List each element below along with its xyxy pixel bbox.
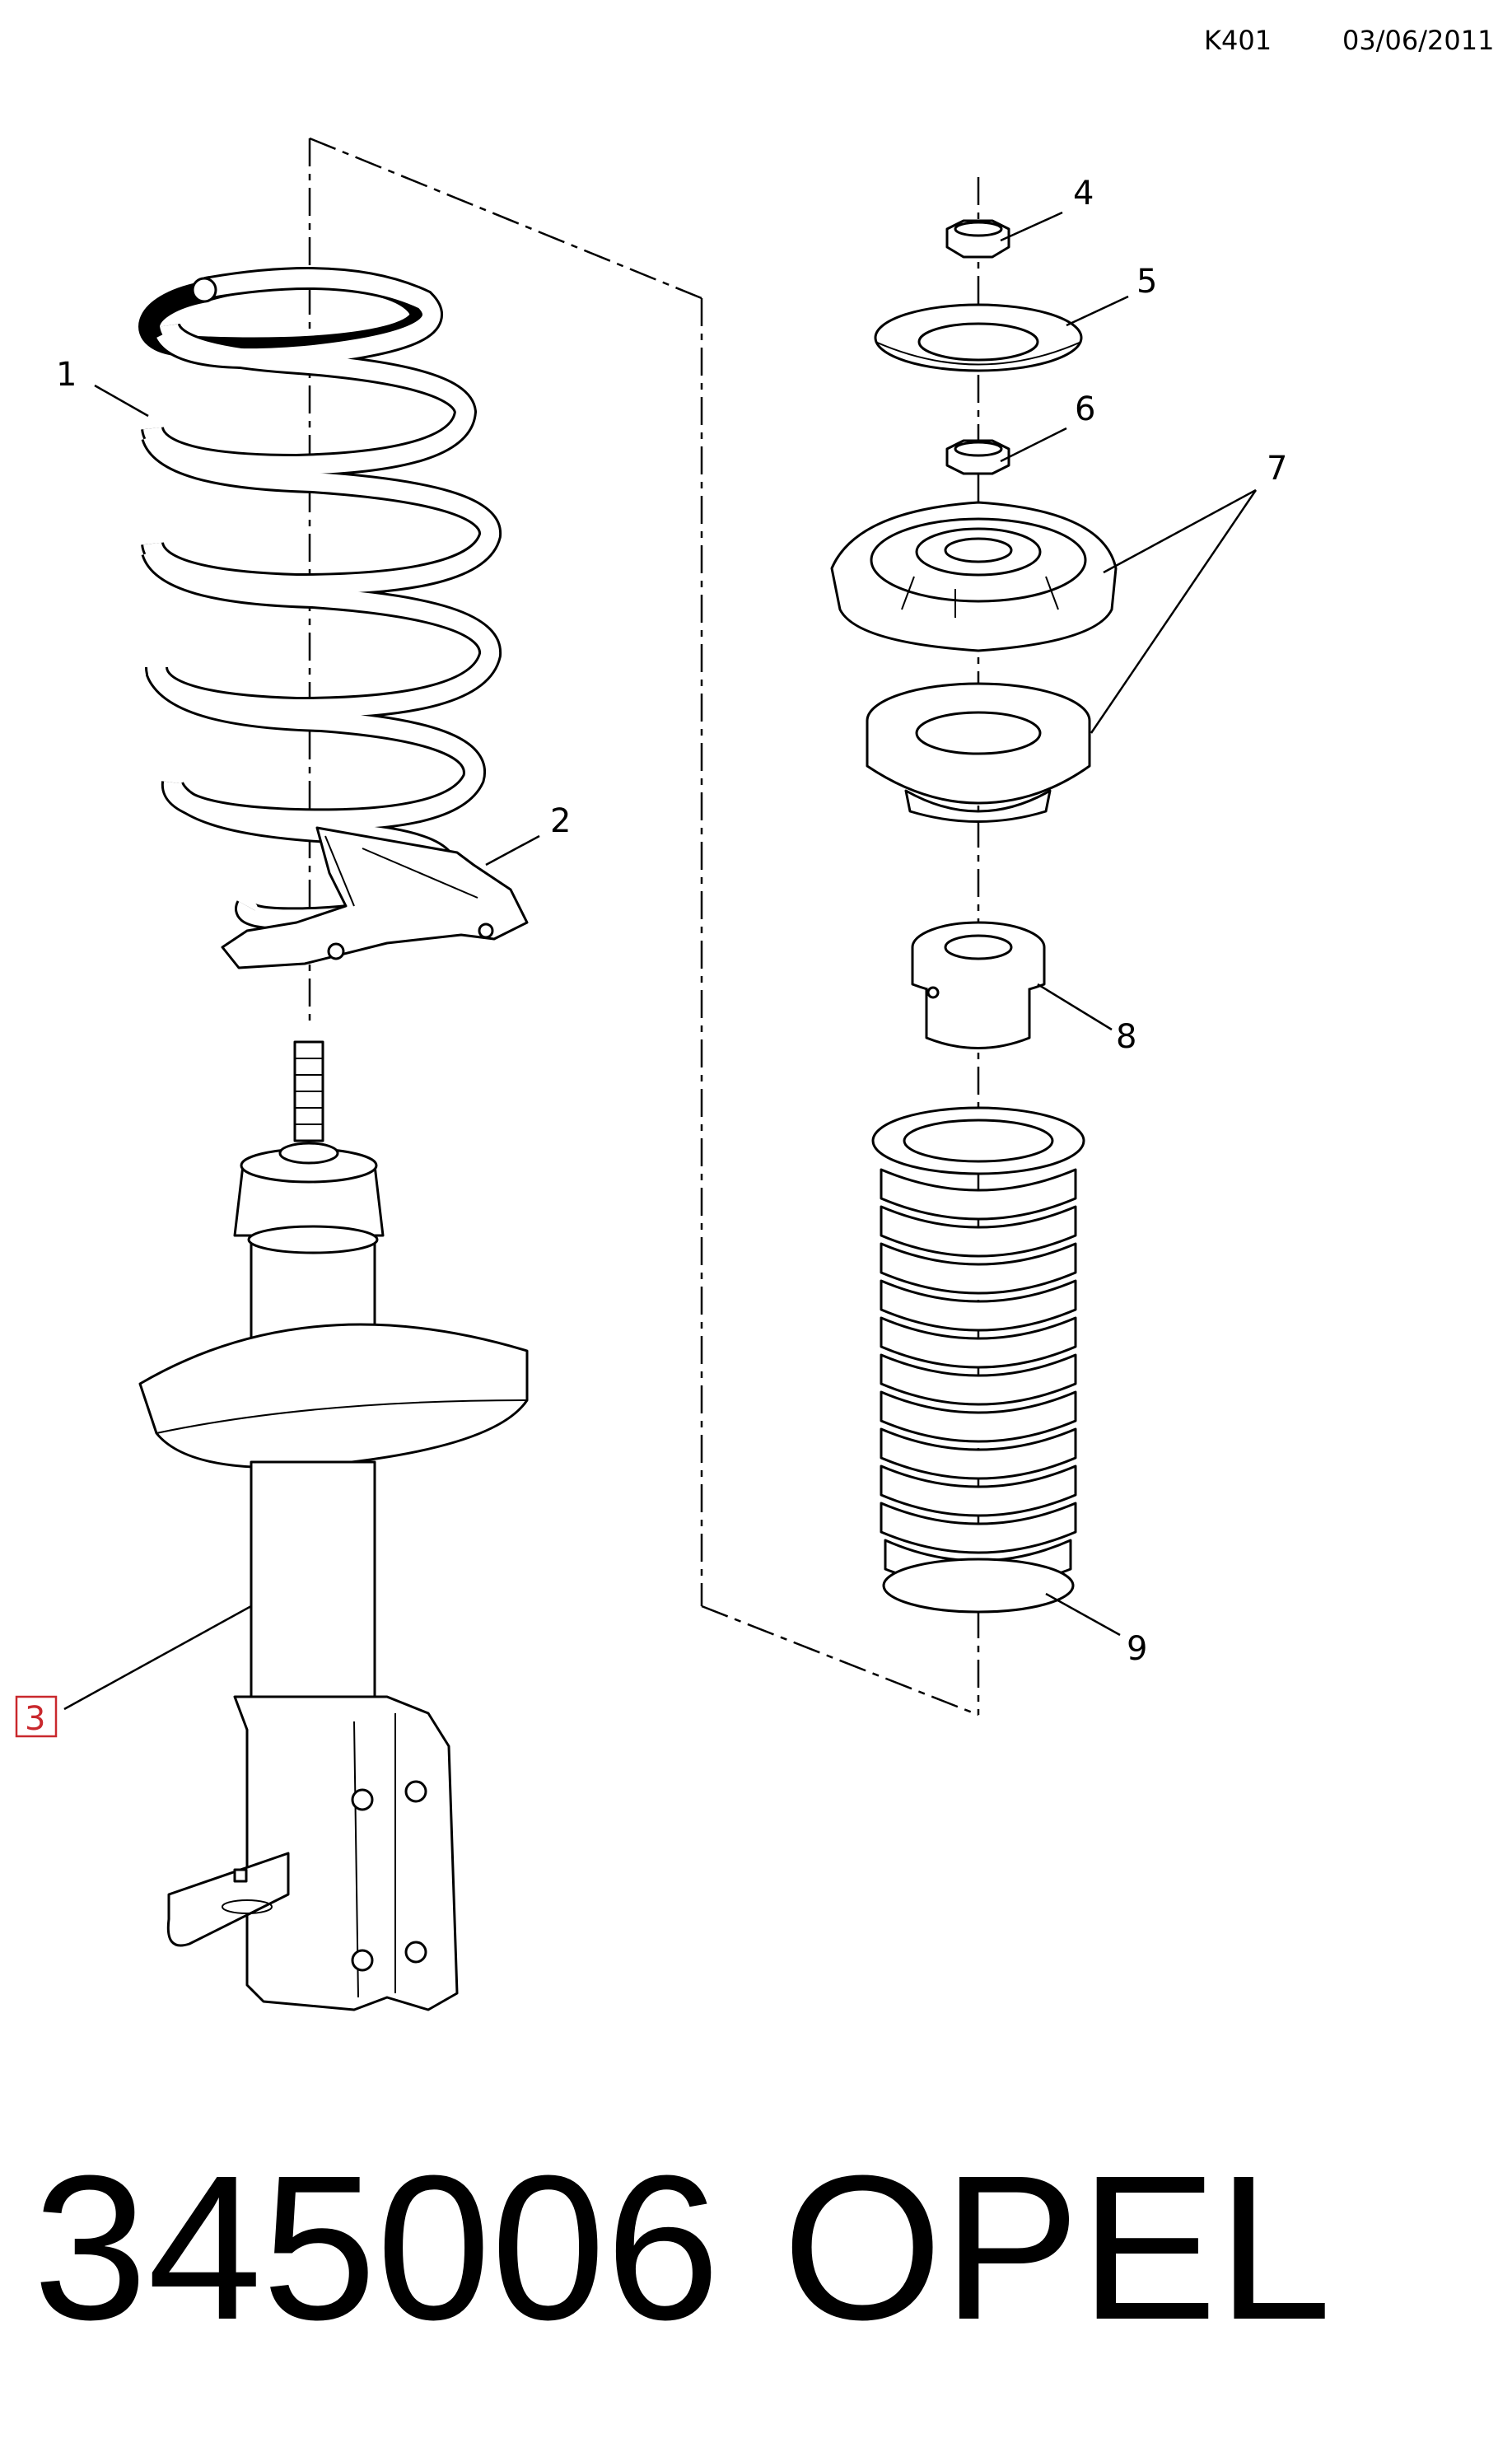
callout-7: 7 (1267, 450, 1287, 488)
top-nut (945, 219, 1010, 259)
callout-5: 5 (1136, 263, 1157, 301)
coil-spring (138, 267, 502, 931)
spring-seat-upper (221, 826, 529, 969)
callout-1: 1 (56, 356, 77, 394)
callout-3-box (15, 1695, 58, 1738)
callout-9: 9 (1127, 1630, 1147, 1668)
callout-labels: 1 2 3 4 5 6 7 8 9 (15, 175, 1287, 1738)
callout-6: 6 (1075, 390, 1095, 428)
callout-2: 2 (550, 802, 571, 840)
dust-boot (871, 1106, 1085, 1614)
brand-name: OPEL (782, 2132, 1332, 2362)
callout-leaders (63, 211, 1258, 1711)
drawing-date: 03/06/2011 (1342, 25, 1494, 56)
callout-4: 4 (1073, 175, 1094, 213)
strut-bearing (866, 682, 1091, 823)
lower-nut (945, 439, 1010, 475)
bump-stop (911, 921, 1046, 1049)
strut-top-mount (830, 501, 1118, 652)
part-number: 345006 (33, 2132, 720, 2362)
shock-absorber-strut (138, 1040, 529, 2011)
callout-8: 8 (1116, 1018, 1136, 1056)
drawing-code: K401 (1204, 25, 1272, 56)
callout-3: 3 (25, 1700, 45, 1738)
washer (874, 303, 1083, 372)
